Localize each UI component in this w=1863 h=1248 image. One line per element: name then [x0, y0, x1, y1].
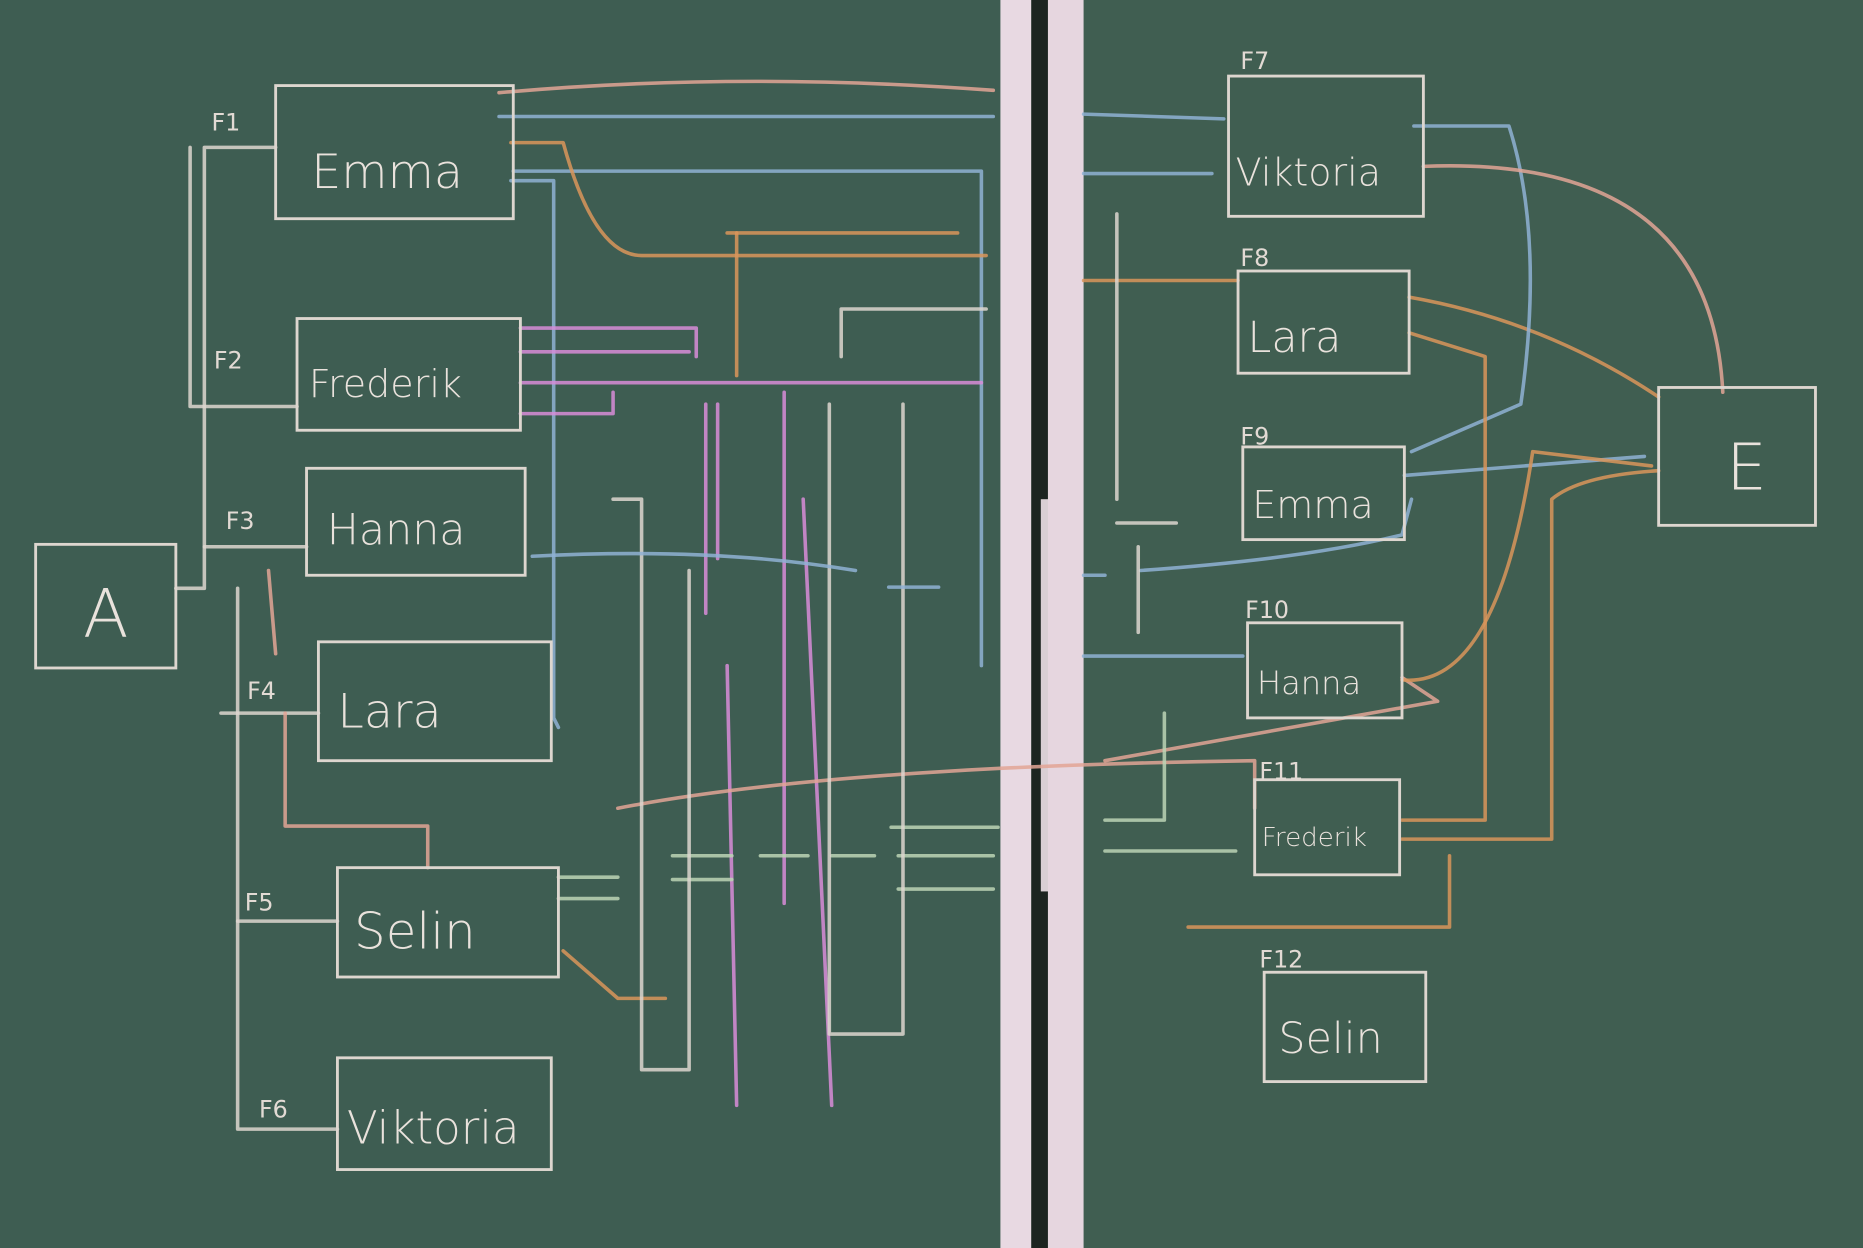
node-name: Lara [1248, 313, 1342, 363]
edge-salmon-7 [266, 568, 278, 656]
node-tag: F5 [245, 888, 274, 916]
node-tag: F4 [247, 677, 276, 705]
start-label: A [83, 575, 129, 653]
node-tag: F1 [211, 109, 240, 137]
edge-orange-18 [1407, 295, 1661, 399]
node-tag: F8 [1240, 244, 1269, 272]
edge-white-5 [235, 919, 340, 1131]
edge-blue-10 [511, 169, 984, 668]
node-f12: Selin F12 [1259, 945, 1428, 1084]
edge-salmon-36 [1103, 675, 1440, 763]
node-name: Lara [337, 684, 441, 739]
edge-pink-27 [801, 497, 834, 1108]
node-f11: Frederik F11 [1253, 758, 1402, 877]
node-name: Viktoria [1236, 150, 1381, 194]
board-divider [1000, 0, 1084, 1248]
edge-white-60 [827, 402, 905, 1036]
node-name: Frederik [309, 362, 462, 406]
node-f1: Emma F1 [211, 84, 515, 221]
node-tag: F3 [226, 507, 255, 535]
node-f10: Hanna F10 [1245, 596, 1404, 720]
edge-green-58 [1103, 711, 1167, 822]
node-tag: F10 [1245, 596, 1289, 624]
edge-blue-11 [509, 178, 561, 730]
end-label: E [1726, 431, 1767, 506]
node-tag: F6 [259, 1095, 288, 1123]
node-name: Emma [1252, 483, 1373, 527]
edge-white-0 [174, 145, 278, 591]
edge-orange-47 [561, 949, 668, 1001]
node-name: Frederik [1262, 823, 1367, 853]
node-f9: Emma F9 [1240, 423, 1406, 542]
node-name: Selin [1278, 1014, 1382, 1064]
node-f3: Hanna F3 [226, 466, 527, 577]
node-tag: F12 [1259, 945, 1303, 973]
node-tag: F7 [1240, 47, 1269, 75]
edge-salmon-42 [1421, 164, 1725, 395]
node-f2: Frederik F2 [214, 317, 522, 432]
edge-white-61 [839, 307, 988, 359]
right-board-panel [1069, 0, 1863, 1248]
node-tag: F9 [1240, 423, 1269, 451]
node-name: Hanna [327, 505, 466, 555]
edge-pink-22 [518, 390, 615, 416]
edge-white-59 [611, 497, 691, 1072]
node-tag: F2 [214, 346, 243, 374]
edge-orange-46 [1186, 853, 1452, 929]
node-f4: Lara F4 [247, 640, 553, 763]
edge-white-1 [188, 145, 299, 409]
node-name: Hanna [1257, 664, 1361, 702]
edges-layer [174, 79, 1725, 1131]
node-f7: Viktoria F7 [1227, 47, 1425, 218]
node-name: Viktoria [347, 1101, 520, 1154]
edge-orange-14 [509, 140, 988, 258]
edge-salmon-6 [283, 711, 430, 870]
node-name: Emma [311, 145, 463, 200]
node-tag: F11 [1259, 758, 1303, 786]
end-node: E [1657, 386, 1817, 527]
edge-pink-19 [518, 326, 699, 359]
edge-orange-43 [1400, 331, 1487, 822]
node-f5: Selin F5 [245, 866, 560, 979]
node-name: Selin [354, 902, 476, 960]
edge-orange-45 [1400, 449, 1654, 682]
node-f8: Lara F8 [1236, 244, 1411, 375]
node-f6: Viktoria F6 [259, 1056, 553, 1171]
edge-blue-41 [1409, 124, 1533, 454]
edge-blue-12 [1081, 112, 1226, 121]
edge-orange-44 [1400, 468, 1661, 841]
edge-blue-65 [530, 551, 858, 573]
edge-pink-26 [725, 663, 739, 1108]
start-node: A [34, 542, 178, 670]
edge-salmon-8 [497, 79, 996, 95]
